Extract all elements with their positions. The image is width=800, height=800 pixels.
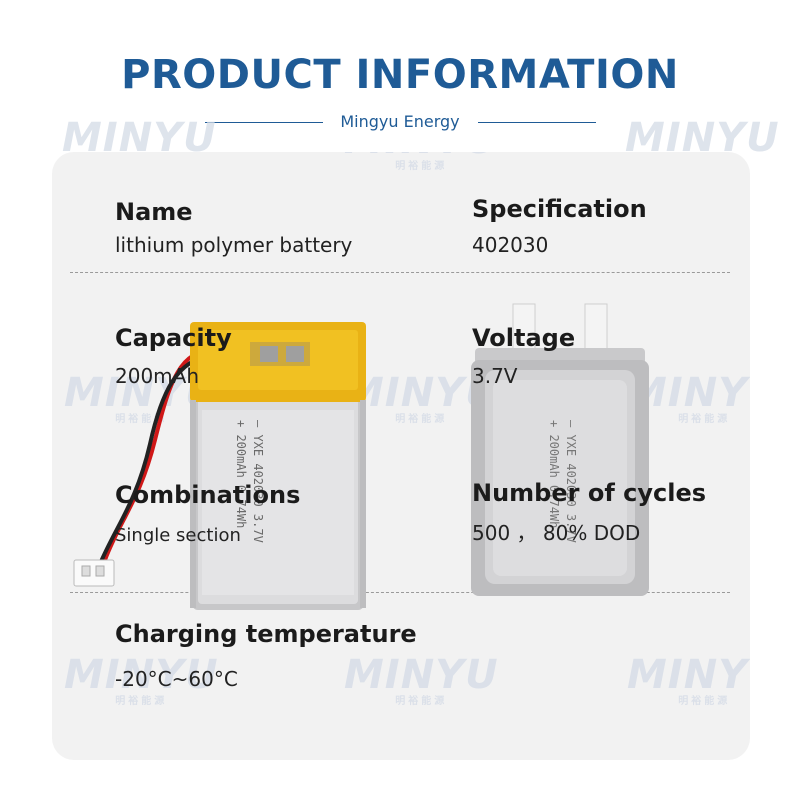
watermark-text: MINYU <box>627 652 750 698</box>
spec-specification-value: 402030 <box>472 233 549 257</box>
spec-cycles-label: Number of cycles <box>472 479 706 507</box>
watermark-subtext: 明裕能源 <box>678 696 731 707</box>
watermark-text: MINYU <box>344 652 499 698</box>
spec-charging-temp-value: -20°C~60°C <box>115 667 238 691</box>
spec-voltage-value: 3.7V <box>472 364 518 388</box>
battery-back-image <box>471 303 649 596</box>
spec-name-label: Name <box>115 198 193 226</box>
watermark-subtext: 明裕能源 <box>395 161 448 172</box>
spec-capacity-value: 200mAh <box>115 364 200 388</box>
spec-cycles-value: 500 ， 80% DOD <box>472 521 641 545</box>
subtitle: Mingyu Energy <box>340 112 460 131</box>
watermark-subtext: 明裕能源 <box>115 414 168 425</box>
watermark-subtext: 明裕能源 <box>115 696 168 707</box>
watermark-text: MINYU <box>64 652 219 698</box>
spec-specification-label: Specification <box>472 195 647 223</box>
battery-back-label-line2: + 200mAh 0.74Wh <box>547 420 561 529</box>
divider <box>70 592 730 593</box>
page-title: PRODUCT INFORMATION <box>121 52 679 98</box>
spec-charging-temp-label: Charging temperature <box>115 620 417 648</box>
subtitle-divider-right <box>478 122 596 123</box>
subtitle-divider-left <box>205 122 323 123</box>
watermark-logo: MINYU 明裕能源 <box>627 652 750 707</box>
spec-name-value: lithium polymer battery <box>115 233 353 257</box>
spec-voltage-label: Voltage <box>472 324 576 352</box>
watermark-logo: MINYU 明裕能源 <box>344 652 499 707</box>
watermark-logo: MINYU 明裕能源 <box>64 652 219 707</box>
battery-label-line2: + 200mAh 0.74Wh <box>234 420 248 529</box>
spec-capacity-label: Capacity <box>115 324 232 352</box>
watermark-subtext: 明裕能源 <box>395 414 448 425</box>
spec-combinations-value: Single section <box>115 525 241 546</box>
spec-combinations-label: Combinations <box>115 481 301 509</box>
watermark-subtext: 明裕能源 <box>678 414 731 425</box>
watermark-logo: MINYU 明裕能源 <box>344 152 499 172</box>
battery-front-image <box>73 322 366 610</box>
watermark-subtext: 明裕能源 <box>395 696 448 707</box>
subtitle-row: Mingyu Energy <box>0 112 800 132</box>
watermark-text: MINYU <box>344 152 499 163</box>
divider <box>70 272 730 273</box>
